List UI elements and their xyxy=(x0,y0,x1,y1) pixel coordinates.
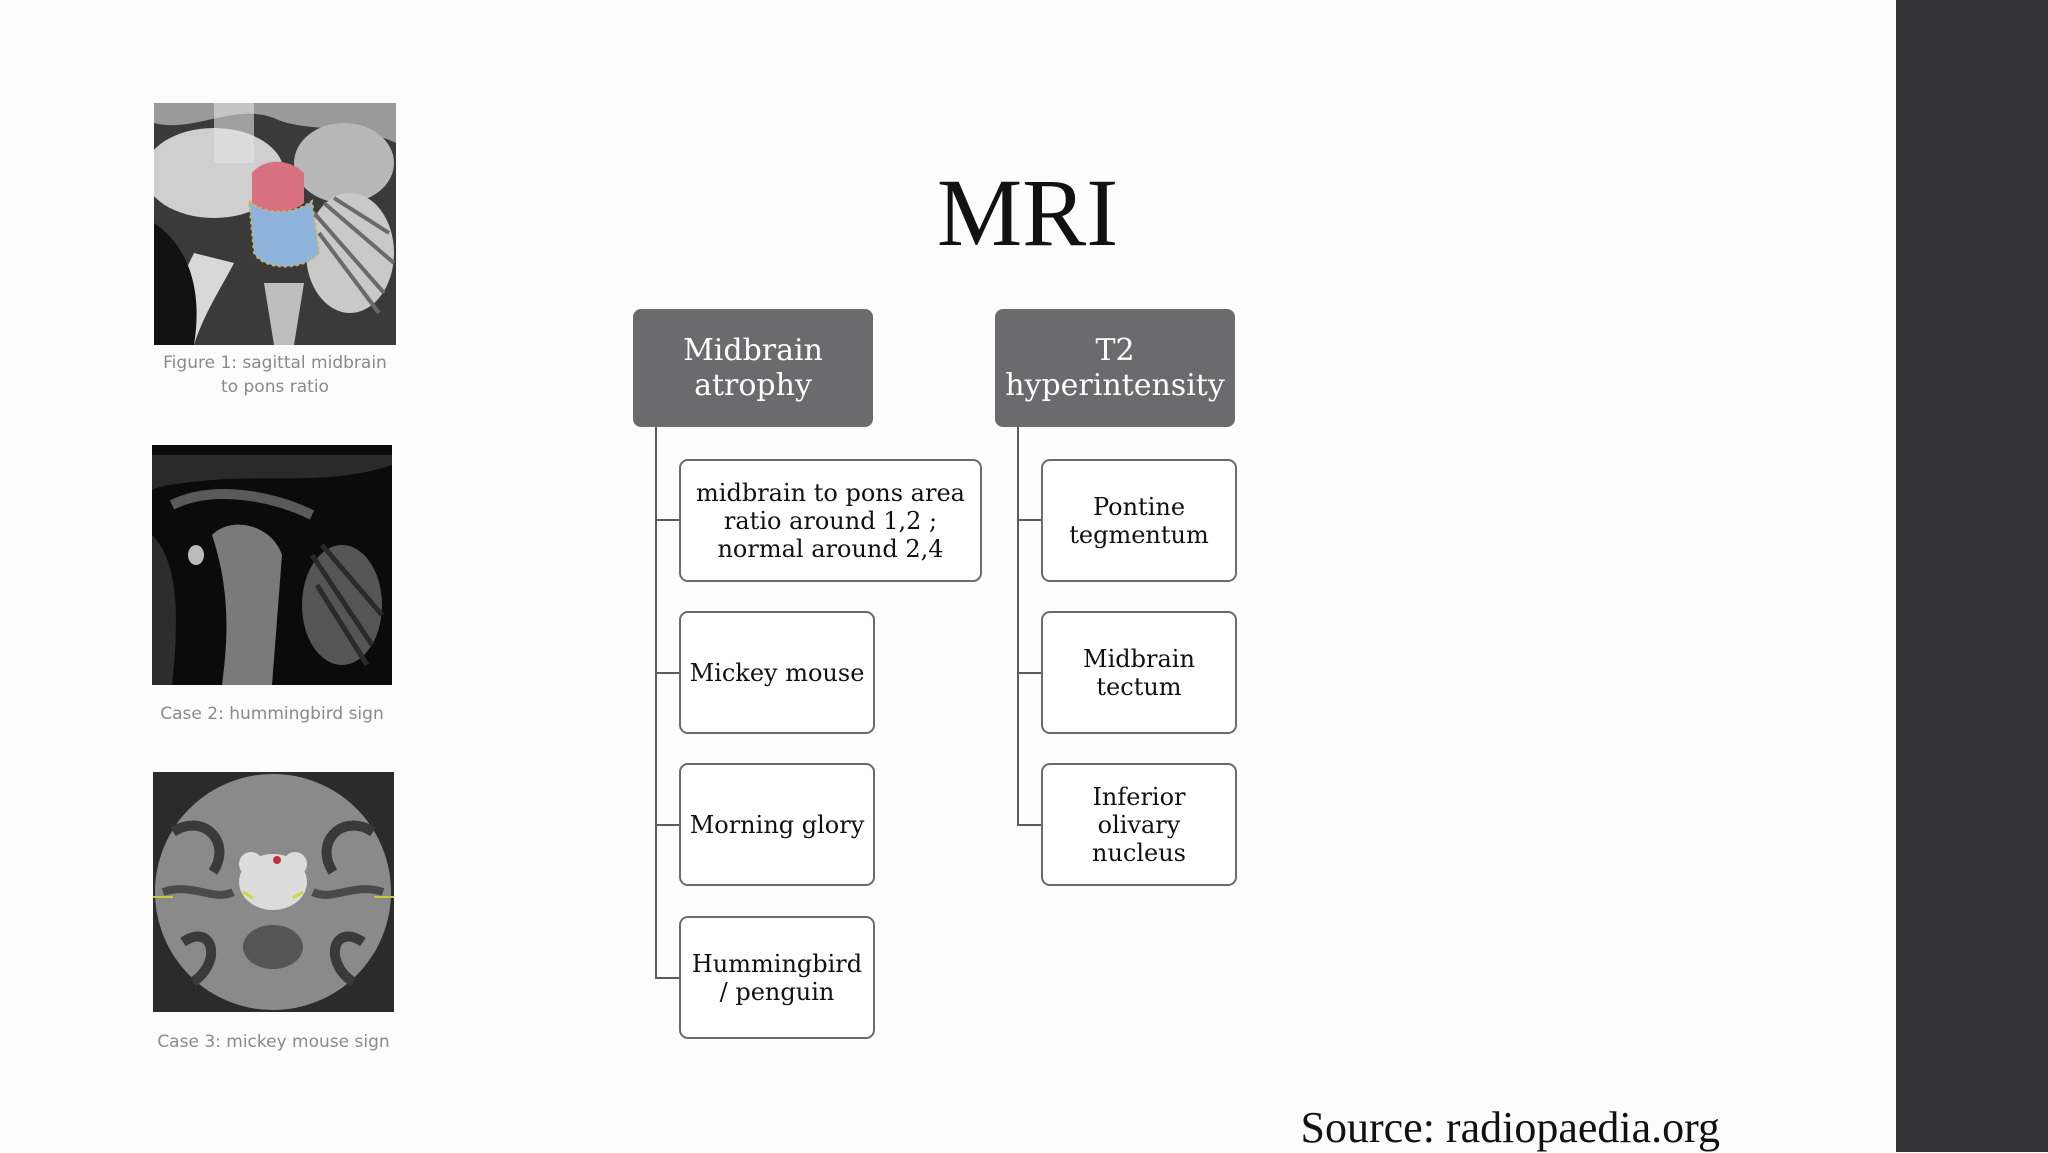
figure-3-caption: Case 3: mickey mouse sign xyxy=(157,1032,390,1052)
slide-title: MRI xyxy=(936,159,1119,266)
node-midbrain-tectum: Midbrain tectum xyxy=(1041,611,1237,734)
branch-t2-hyperintensity-header: T2 hyperintensity xyxy=(995,309,1235,427)
branch-midbrain-atrophy-header: Midbrain atrophy xyxy=(633,309,873,427)
mri-sagittal-ratio-graphic xyxy=(154,103,396,345)
connector-trunk-t2 xyxy=(1017,427,1019,826)
figure-1-caption: Figure 1: sagittal midbrain to pons rati… xyxy=(163,353,387,397)
connector-t2-child-1 xyxy=(1017,519,1042,521)
connector-t2-child-3 xyxy=(1017,824,1042,826)
connector-trunk-midbrain xyxy=(655,427,657,979)
dark-side-panel xyxy=(1896,0,2048,1152)
mri-hummingbird-graphic xyxy=(152,445,392,685)
connector-t2-child-2 xyxy=(1017,672,1042,674)
connector-midbrain-child-4 xyxy=(655,977,680,979)
mri-image-mickey-mouse xyxy=(153,772,394,1012)
source-credit: Source: radiopaedia.org xyxy=(1300,1103,1720,1152)
node-morning-glory: Morning glory xyxy=(679,763,875,886)
mri-image-sagittal-ratio xyxy=(154,103,396,345)
slide: Figure 1: sagittal midbrain to pons rati… xyxy=(152,103,1720,1152)
figure-2-caption: Case 2: hummingbird sign xyxy=(160,704,384,724)
node-pontine-tegmentum: Pontine tegmentum xyxy=(1041,459,1237,582)
node-inferior-olivary-nucleus: Inferior olivary nucleus xyxy=(1041,763,1237,886)
connector-midbrain-child-3 xyxy=(655,824,680,826)
node-midbrain-pons-ratio: midbrain to pons area ratio around 1,2 ;… xyxy=(679,459,982,582)
connector-midbrain-child-2 xyxy=(655,672,680,674)
node-hummingbird-penguin: Hummingbird / penguin xyxy=(679,916,875,1039)
mri-image-hummingbird xyxy=(152,445,392,685)
connector-midbrain-child-1 xyxy=(655,519,680,521)
node-mickey-mouse: Mickey mouse xyxy=(679,611,875,734)
mri-mickey-mouse-graphic xyxy=(153,772,394,1012)
